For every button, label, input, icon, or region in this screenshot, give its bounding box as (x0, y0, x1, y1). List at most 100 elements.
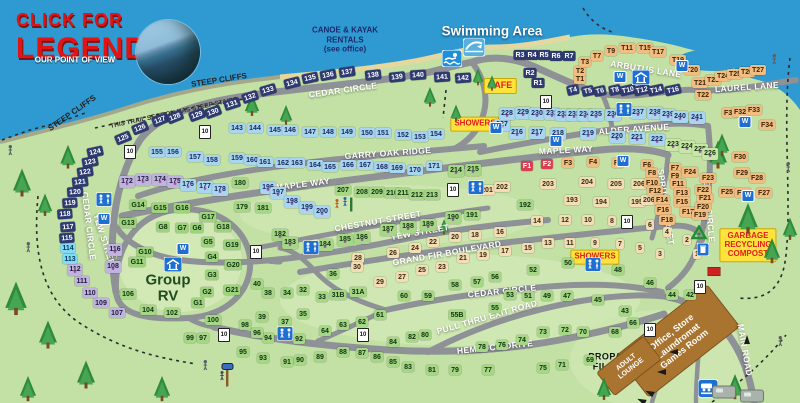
group-rv-label: Group RV (146, 272, 191, 304)
site-F1: F1 (520, 161, 534, 171)
site-86: 86 (371, 352, 383, 362)
viewpoint-photo[interactable] (136, 20, 200, 84)
site-203: 203 (540, 179, 556, 189)
site-90: 90 (294, 355, 306, 365)
traffic-arrow (654, 369, 666, 375)
site-81: 81 (426, 365, 438, 375)
site-49: 49 (541, 291, 553, 301)
site-172: 172 (119, 176, 135, 188)
site-24: 24 (409, 243, 421, 253)
site-185: 185 (337, 234, 353, 246)
site-112: 112 (67, 264, 83, 276)
site-G4: G4 (205, 252, 219, 262)
site-R3: R3 (513, 50, 527, 60)
group-rv-line2: RV (157, 287, 179, 304)
site-93: 93 (257, 353, 269, 363)
site-R2: R2 (523, 68, 537, 78)
restroom-icon (302, 240, 320, 260)
site-4: 4 (663, 227, 671, 237)
site-222: 222 (649, 134, 665, 146)
site-G7: G7 (175, 223, 189, 233)
site-T26: T26 (738, 67, 756, 77)
site-G5: G5 (201, 237, 215, 247)
site-18: 18 (469, 230, 481, 240)
site-6: 6 (646, 220, 654, 230)
site-157: 157 (187, 152, 203, 162)
site-92: 92 (293, 334, 305, 344)
site-58: 58 (449, 280, 461, 290)
site-176: 176 (180, 179, 196, 191)
tree-icon (243, 93, 261, 123)
site-213: 213 (424, 190, 440, 200)
site-T15: T15 (636, 43, 654, 53)
site-188: 188 (400, 221, 416, 233)
site-F7: F7 (668, 163, 682, 173)
site-46: 46 (644, 278, 656, 288)
site-116: 116 (107, 244, 123, 256)
site-91: 91 (281, 357, 293, 367)
site-G8: G8 (156, 222, 170, 232)
site-83: 83 (402, 362, 414, 372)
land-patch (280, 254, 640, 346)
site-50: 50 (562, 258, 574, 268)
site-G10: G10 (136, 247, 154, 257)
site-82: 82 (406, 332, 418, 342)
site-T1: T1 (573, 74, 587, 84)
point-of-view-label: OUR POINT OF VIEW (34, 55, 116, 65)
site-102: 102 (164, 308, 180, 318)
site-F14: F14 (653, 195, 671, 205)
legend-button[interactable]: CLICK FOR LEGEND (16, 10, 147, 66)
site-142: 142 (454, 72, 472, 84)
site-30: 30 (351, 262, 363, 272)
site-150: 150 (359, 128, 375, 138)
water-area (0, 0, 800, 142)
site-R5: R5 (537, 50, 551, 60)
site-99: 99 (184, 333, 196, 343)
site-209: 209 (369, 187, 385, 197)
site-240: 240 (672, 111, 688, 123)
site-G21: G21 (223, 285, 241, 295)
site-T7: T7 (590, 51, 604, 61)
tree-icon (36, 193, 54, 223)
site-T17: T17 (649, 47, 667, 57)
site-207: 207 (335, 185, 351, 195)
site-17: 17 (499, 246, 511, 256)
site-214: 214 (448, 165, 464, 177)
site-215: 215 (465, 164, 481, 176)
site-45: 45 (592, 295, 604, 305)
site-220: 220 (609, 131, 625, 143)
speed-limit-10-sign: 10 (621, 215, 633, 229)
tree-icon (37, 320, 59, 356)
site-98: 98 (239, 320, 251, 330)
water-tap-icon: W (738, 116, 752, 128)
site-16: 16 (494, 227, 506, 237)
site-33: 33 (316, 292, 328, 302)
site-154: 154 (428, 129, 444, 139)
hiker-icon (775, 335, 785, 354)
site-68: 68 (609, 327, 621, 337)
mailbox-icon (219, 361, 235, 392)
site-177: 177 (197, 181, 213, 193)
site-F31: F31 (721, 108, 739, 118)
restroom-icon (467, 180, 485, 200)
site-109: 109 (93, 298, 109, 308)
site-106: 106 (120, 289, 136, 299)
site-75: 75 (537, 363, 549, 373)
site-87: 87 (356, 348, 368, 358)
site-181: 181 (255, 203, 271, 213)
restroom-icon (95, 192, 113, 212)
site-G2: G2 (200, 287, 214, 297)
site-169: 169 (389, 163, 405, 173)
site-F12: F12 (646, 186, 664, 196)
site-78: 78 (476, 342, 488, 352)
tree-icon (3, 281, 29, 323)
hiker-icon (783, 161, 793, 180)
site-F27: F27 (755, 188, 773, 198)
site-179: 179 (234, 202, 250, 212)
rv-icon (712, 385, 736, 399)
site-237: 237 (630, 107, 646, 119)
site-48: 48 (612, 265, 624, 275)
site-187: 187 (380, 224, 396, 236)
site-G14: G14 (129, 200, 147, 210)
site-138: 138 (364, 69, 382, 81)
